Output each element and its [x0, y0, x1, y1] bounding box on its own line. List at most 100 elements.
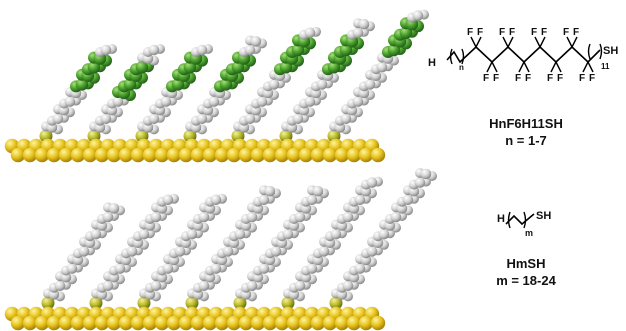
gold-atom [70, 315, 86, 331]
gold-atom [226, 147, 242, 163]
fluorocarbon-atom [291, 43, 305, 57]
cf-bonds [470, 36, 594, 73]
gold-atom [370, 315, 386, 331]
carbon-atom [420, 168, 432, 180]
carbon-atom [250, 36, 262, 47]
carbon-atom [244, 44, 256, 56]
carbon-atom [292, 113, 304, 125]
gold-atom [178, 147, 194, 163]
carbon-atom [268, 79, 280, 90]
fluorocarbon-atom [399, 26, 413, 39]
carbon-atom [66, 263, 78, 274]
carbon-atom [102, 280, 114, 292]
fluorocarbon-atom [219, 78, 233, 91]
subscript-11: 11 [601, 62, 610, 71]
fluorocarbon-atom [171, 78, 185, 91]
fluorocarbon-atom [135, 60, 149, 74]
gold-atom [346, 315, 362, 331]
carbon-atom [258, 194, 270, 206]
carbon-atom [330, 228, 342, 240]
gold-atom [10, 147, 26, 163]
gold-atom [286, 315, 302, 331]
carbon-atom [78, 246, 90, 257]
atom-sh-bottom: SH [536, 210, 551, 222]
gold-atom [262, 147, 278, 163]
atom-f-label: F [563, 27, 569, 38]
gold-atom [142, 147, 158, 163]
gold-substrate-bottom [4, 306, 386, 331]
gold-atom [118, 147, 134, 163]
atom-f-label: F [541, 27, 547, 38]
gold-atom [310, 315, 326, 331]
gold-atom [82, 315, 98, 331]
carbon-atom [390, 211, 402, 223]
fluorocarbon-atom [75, 78, 89, 91]
carbon-atom [294, 280, 306, 292]
bracket-n-right [461, 48, 465, 65]
gold-atom [214, 315, 230, 331]
gold-atom [334, 147, 350, 163]
carbon-atom [150, 280, 162, 292]
gold-atom [298, 315, 314, 331]
carbon-atom [340, 113, 352, 125]
fluorocarbon-atom [387, 43, 401, 57]
gold-atom [130, 147, 146, 163]
fluorocarbon-atom [123, 78, 137, 91]
carbon-atom [162, 194, 174, 206]
carbon-atom [210, 263, 222, 274]
sulfur-atom [41, 296, 55, 310]
fluorocarbon-atom [87, 60, 101, 74]
gold-atom [358, 147, 374, 163]
carbon-atom [100, 44, 112, 56]
gold-atom [154, 315, 170, 331]
carbon-atom [174, 246, 186, 257]
carbon-atom [294, 211, 306, 223]
gold-atom [130, 315, 146, 331]
carbon-atom [366, 177, 378, 188]
carbon-atom [342, 280, 354, 292]
atom-f-label: F [499, 27, 505, 38]
gold-atom [82, 147, 98, 163]
gold-atom [58, 147, 74, 163]
atom-h-top: H [428, 57, 436, 69]
bracket-11-right [599, 43, 603, 60]
carbon-atom [198, 280, 210, 292]
carbon-atom [148, 113, 160, 125]
bracket-11-left [587, 43, 591, 60]
bottom-monolayer [4, 168, 437, 331]
carbon-atom [244, 113, 256, 125]
gold-atom [226, 315, 242, 331]
fluorocarbon-atom [231, 60, 245, 74]
carbon-atom [148, 44, 160, 56]
atom-f-label: F [493, 73, 499, 84]
bottom-caption-range: m = 18-24 [496, 273, 556, 288]
gold-atom [238, 147, 254, 163]
gold-atom [334, 315, 350, 331]
carbon-atom [112, 96, 124, 107]
gold-atom [154, 147, 170, 163]
fluorocarbon-atom [339, 43, 353, 57]
carbon-atom [304, 27, 316, 39]
fluorinated-chain-group [39, 9, 429, 143]
gold-atom [202, 147, 218, 163]
gold-atom [22, 147, 38, 163]
gold-atom [358, 315, 374, 331]
carbon-atom [304, 96, 316, 107]
gold-atom [190, 315, 206, 331]
atom-f-label: F [509, 27, 515, 38]
gold-atom [106, 315, 122, 331]
carbon-atom [246, 280, 258, 292]
skeletal-bonds-top [446, 45, 601, 64]
carbon-atom [316, 79, 328, 90]
carbon-atom [150, 211, 162, 223]
carbon-atom [282, 228, 294, 240]
gold-atom [250, 315, 266, 331]
carbon-atom [306, 263, 318, 274]
fluorocarbon-atom [327, 60, 341, 74]
carbon-atom [198, 211, 210, 223]
gold-atom [22, 315, 38, 331]
gold-atom [274, 315, 290, 331]
atom-sh-top: SH [603, 45, 618, 57]
gold-atom [346, 147, 362, 163]
